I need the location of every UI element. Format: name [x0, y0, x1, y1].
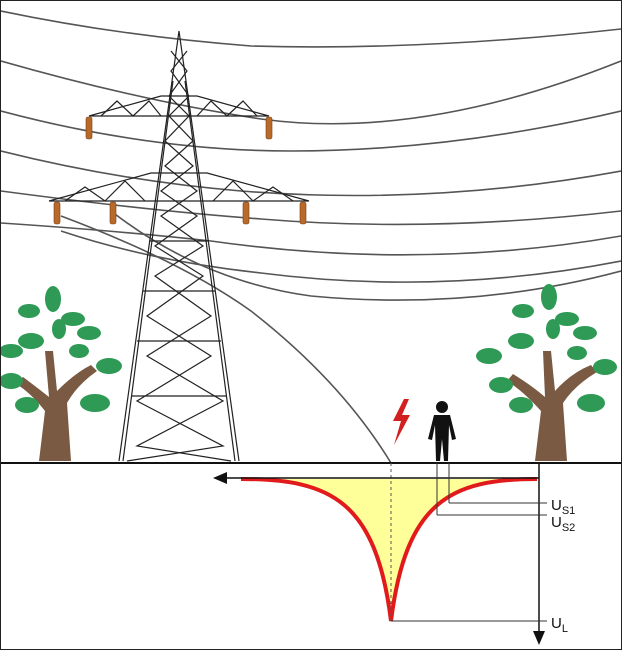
- insulator-icon: [85, 116, 93, 140]
- tree-trunk: [507, 351, 597, 461]
- tree-icon: [1, 286, 122, 461]
- person-icon: [428, 401, 456, 461]
- potential-fill: [241, 479, 537, 621]
- tree-icon: [476, 284, 617, 461]
- conductor-7: [60, 230, 621, 283]
- insulator-icon: [242, 201, 250, 225]
- conductor-8: [110, 210, 621, 301]
- potential-funnel: [240, 463, 538, 622]
- conductor-4: [1, 150, 621, 197]
- conductor-6: [1, 222, 621, 256]
- tree-trunk: [15, 351, 97, 461]
- transmission-tower-icon: [48, 30, 310, 462]
- insulator-icon: [299, 201, 307, 225]
- conductor-3: [1, 110, 621, 152]
- step-projection-lines: [391, 463, 547, 622]
- lightning-bolt-icon: [393, 399, 410, 445]
- voltage-axis: [533, 463, 545, 645]
- insulator-icon: [109, 201, 117, 225]
- overhead-conductors: [1, 10, 621, 464]
- insulator-icon: [265, 116, 273, 140]
- label-ul: UL: [551, 615, 568, 635]
- label-us1: US1: [551, 497, 575, 517]
- label-us2: US2: [551, 514, 575, 534]
- conductor-1: [1, 10, 621, 48]
- conductor-5: [1, 190, 621, 226]
- insulators: [53, 116, 307, 225]
- distance-axis: [213, 472, 539, 484]
- insulator-icon: [53, 201, 61, 225]
- broken-conductor: [60, 215, 392, 464]
